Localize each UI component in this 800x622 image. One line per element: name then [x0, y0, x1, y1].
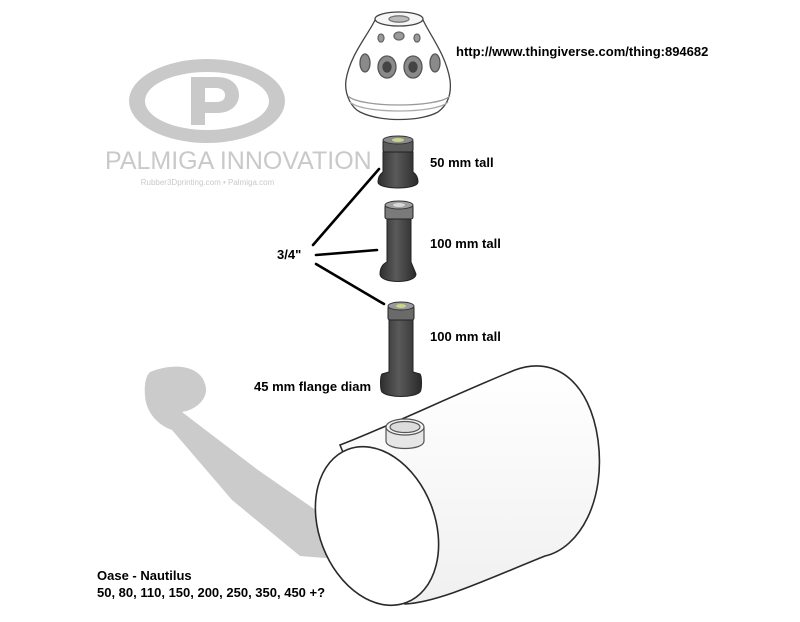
part-100mm-upper-label: 100 mm tall: [430, 236, 501, 251]
pump-name: Oase - Nautilus: [97, 568, 192, 583]
pump-drum: [314, 365, 601, 607]
extension-part-50mm: [377, 135, 419, 189]
palmiga-logo: PALMIGA INNOVATION Rubber3Dprinting.com …: [105, 55, 372, 190]
pump-models: 50, 80, 110, 150, 200, 250, 350, 450 +?: [97, 585, 326, 600]
thread-pointer-lines: [311, 167, 386, 306]
thingiverse-url: http://www.thingiverse.com/thing:894682: [456, 44, 709, 59]
outlet-collar: [385, 418, 425, 450]
part-100mm-lower-label: 100 mm tall: [430, 329, 501, 344]
thread-size-label: 3/4": [277, 247, 302, 262]
logo-name: PALMIGA INNOVATION: [105, 147, 372, 175]
part-50mm-label: 50 mm tall: [430, 155, 494, 170]
flange-diameter-label: 45 mm flange diam: [254, 379, 372, 394]
palmiga-logo-mark: [129, 59, 285, 143]
nozzle-head: [345, 11, 452, 121]
extension-part-100mm-lower: [380, 301, 422, 397]
logo-tagline: Rubber3Dprinting.com • Palmiga.com: [140, 178, 275, 187]
extension-part-100mm-upper: [379, 200, 417, 282]
cast-shadow: [144, 366, 350, 560]
pump-caption: Oase - Nautilus 50, 80, 110, 150, 200, 2…: [97, 567, 325, 601]
